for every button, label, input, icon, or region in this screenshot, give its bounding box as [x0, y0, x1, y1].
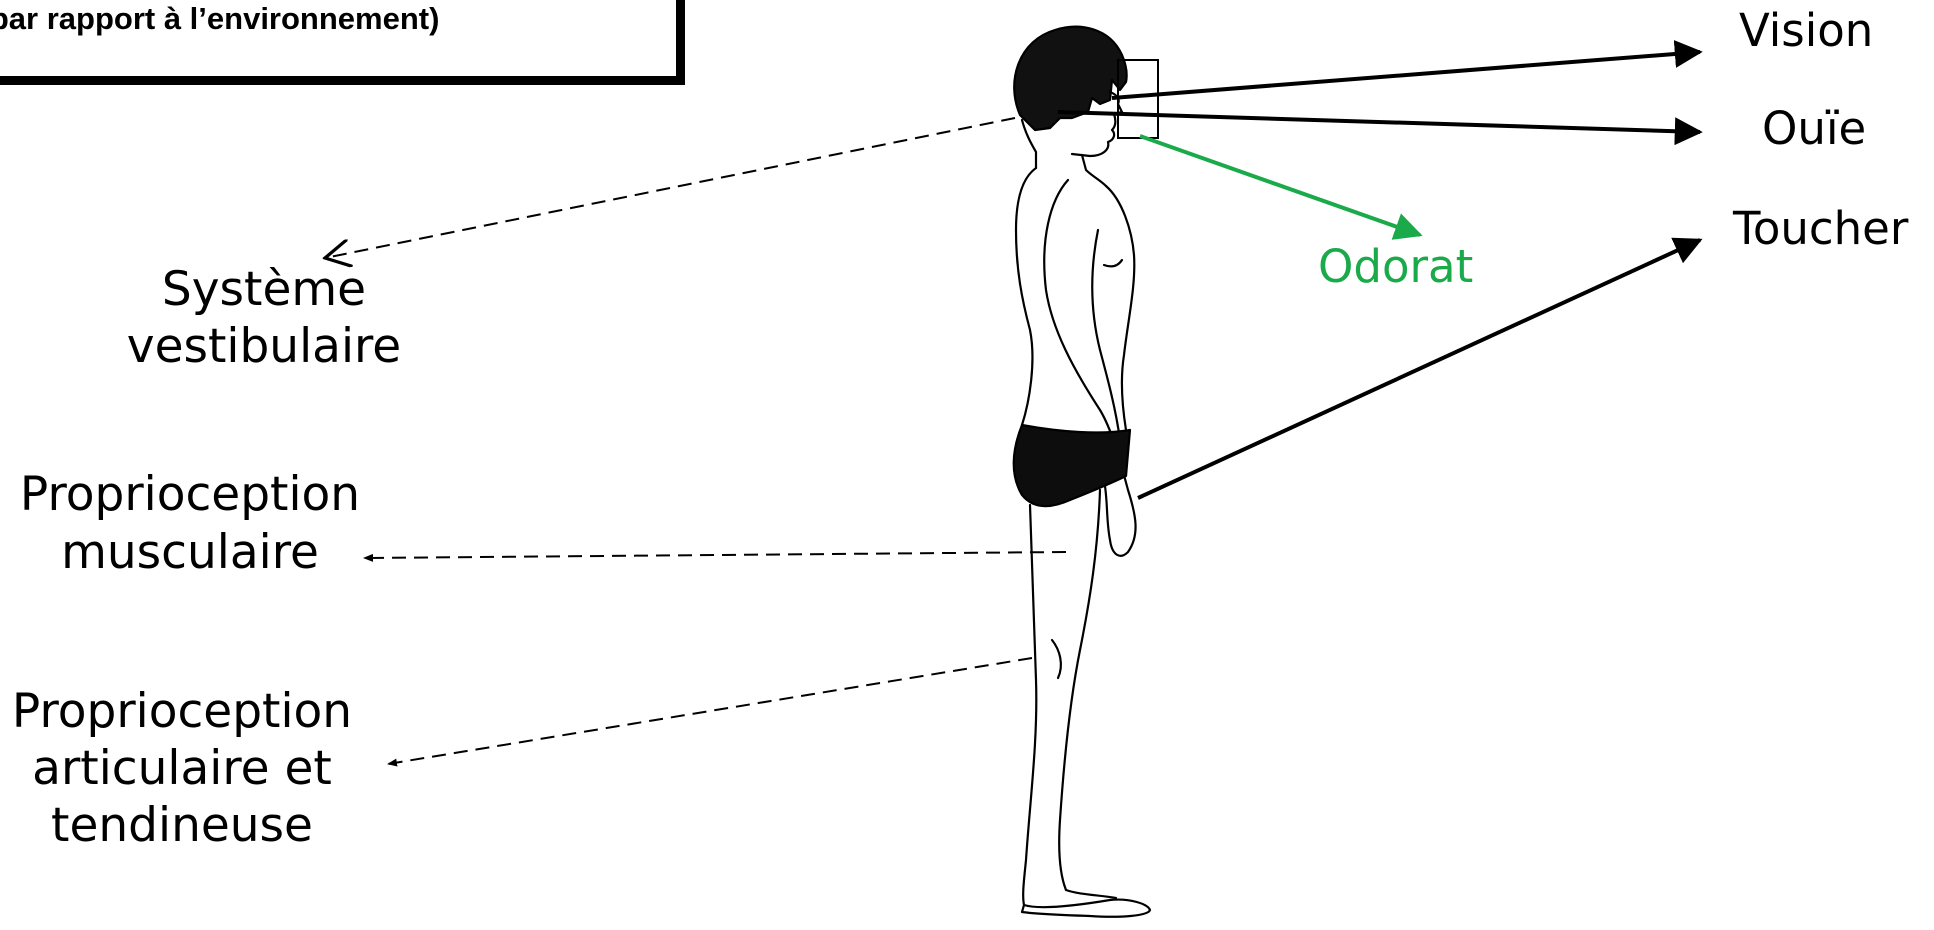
label-odorat: Odorat [1318, 238, 1473, 295]
foot-back [1066, 890, 1116, 898]
back-contour [1016, 168, 1036, 425]
foot-shape [1022, 900, 1150, 917]
label-toucher: Toucher [1733, 200, 1908, 257]
label-articulaire-line2: articulaire et [32, 740, 332, 797]
label-vision: Vision [1739, 2, 1873, 59]
label-vestibulaire-line2: vestibulaire [127, 318, 401, 375]
underwear-shape [1014, 425, 1130, 506]
musculaire-arrow [364, 552, 1066, 558]
knee-detail [1052, 640, 1061, 678]
label-articulaire-line1: Proprioception [12, 683, 352, 740]
leg-front [1059, 490, 1100, 890]
chest-detail [1104, 260, 1122, 266]
label-musculaire-line2: musculaire [61, 524, 319, 581]
leg-back [1023, 505, 1036, 905]
label-articulaire-line3: tendineuse [51, 797, 313, 854]
page-title: s par rapport à l’environnement) [0, 1, 439, 37]
title-box: s par rapport à l’environnement) [0, 0, 680, 80]
vision-arrow [1112, 52, 1700, 98]
articulaire-arrow [388, 658, 1032, 764]
odorat-arrow [1140, 136, 1420, 235]
human-figure-icon [1014, 27, 1150, 917]
ouie-arrow [1058, 112, 1700, 132]
arm-inner [1092, 230, 1120, 440]
label-musculaire-line1: Proprioception [20, 466, 360, 523]
label-ouie: Ouïe [1762, 100, 1866, 157]
label-vestibulaire-line1: Système [162, 261, 366, 318]
neck-front [1082, 155, 1106, 186]
vestibulaire-arrow [325, 118, 1015, 258]
